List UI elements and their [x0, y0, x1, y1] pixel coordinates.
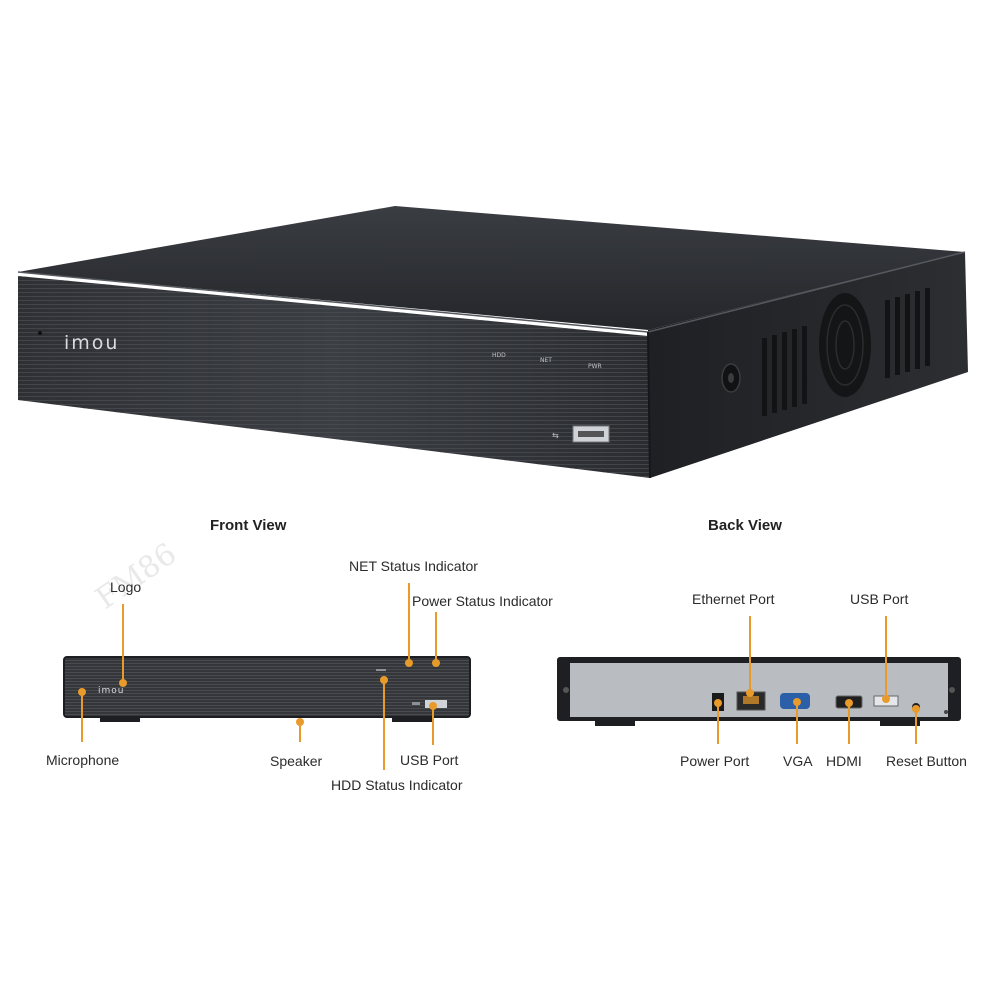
indicator-label-net: NET [540, 357, 552, 364]
back-view-leaders [714, 616, 920, 744]
label-logo: Logo [110, 579, 141, 595]
label-hdd-status-indicator: HDD Status Indicator [331, 777, 463, 793]
front-view-title: Front View [210, 517, 287, 534]
label-vga: VGA [783, 753, 813, 769]
label-ethernet-port: Ethernet Port [692, 591, 775, 607]
front-view-logo: imou [98, 686, 124, 696]
label-hdmi: HDMI [826, 753, 862, 769]
back-view-title: Back View [708, 517, 782, 534]
front-microphone-hole [38, 331, 42, 335]
front-view-device: imou [63, 656, 471, 722]
back-view-device [557, 657, 961, 726]
label-usb-port-back: USB Port [850, 591, 908, 607]
watermark-text: FM86 [90, 536, 184, 616]
indicator-label-hdd: HDD [492, 352, 506, 359]
label-power-status-indicator: Power Status Indicator [412, 593, 553, 609]
label-usb-port-front: USB Port [400, 752, 458, 768]
label-reset-button: Reset Button [886, 753, 967, 769]
side-vents [762, 288, 930, 416]
indicator-label-pwr: PWR [588, 363, 602, 370]
device-top-surface [18, 206, 965, 330]
svg-text:⇆: ⇆ [552, 431, 559, 440]
front-usb-port: ⇆ [552, 425, 610, 443]
device-3d-render: imou HDD NET PWR ⇆ [17, 206, 968, 479]
label-net-status-indicator: NET Status Indicator [349, 558, 478, 574]
label-speaker: Speaker [270, 753, 322, 769]
device-logo-text: imou [64, 332, 119, 354]
label-microphone: Microphone [46, 752, 119, 768]
side-power-button [721, 363, 741, 393]
label-power-port: Power Port [680, 753, 749, 769]
fan-grille [819, 293, 871, 397]
front-view-leaders [78, 583, 440, 770]
